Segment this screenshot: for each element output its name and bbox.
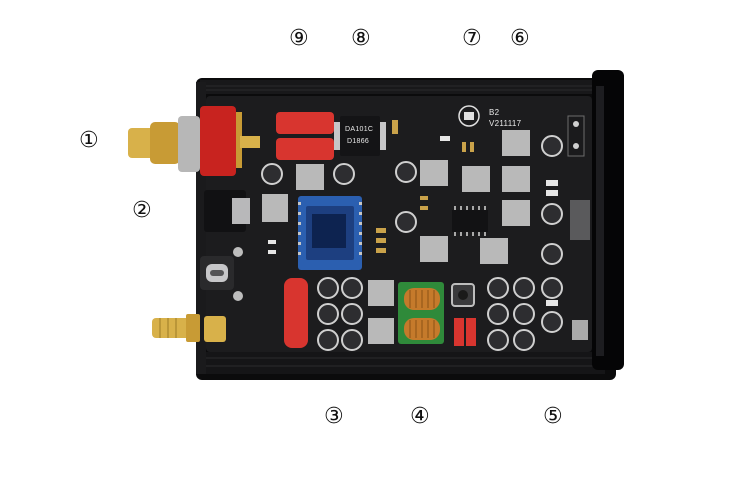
film-capacitor [276,138,334,160]
callout-6: ⑥ [510,26,530,51]
callout-9: ⑨ [289,26,309,51]
bluetooth-module [298,196,362,270]
power-resistor [284,278,308,348]
callout-3: ③ [324,404,344,429]
optical-input-port [204,190,250,232]
callout-4: ④ [410,404,430,429]
opamp-chip [452,210,488,232]
power-inductor [398,282,444,344]
inductor-array [262,130,530,344]
board-model-label: B2 [489,108,500,117]
top-rail [200,80,605,94]
bottom-rail [200,352,605,374]
front-plate [196,82,206,374]
chip-bottom-label: D1866 [347,138,370,145]
rca-output-connector [128,106,260,176]
film-capacitor [276,112,334,134]
callout-8: ⑧ [351,26,371,51]
callout-1: ① [79,128,99,153]
chip-top-label: DA101C [345,126,374,133]
antenna-connector [152,314,226,342]
brand-logo [458,105,480,127]
callout-5: ⑤ [543,404,563,429]
capacitor-bank-right [487,277,563,351]
callout-2: ② [132,198,152,223]
dac-chip [334,116,386,156]
callout-7: ⑦ [462,26,482,51]
usb-c-port [200,256,234,290]
capacitor-bank-left [317,277,363,351]
board-version-label: V211117 [489,119,522,128]
